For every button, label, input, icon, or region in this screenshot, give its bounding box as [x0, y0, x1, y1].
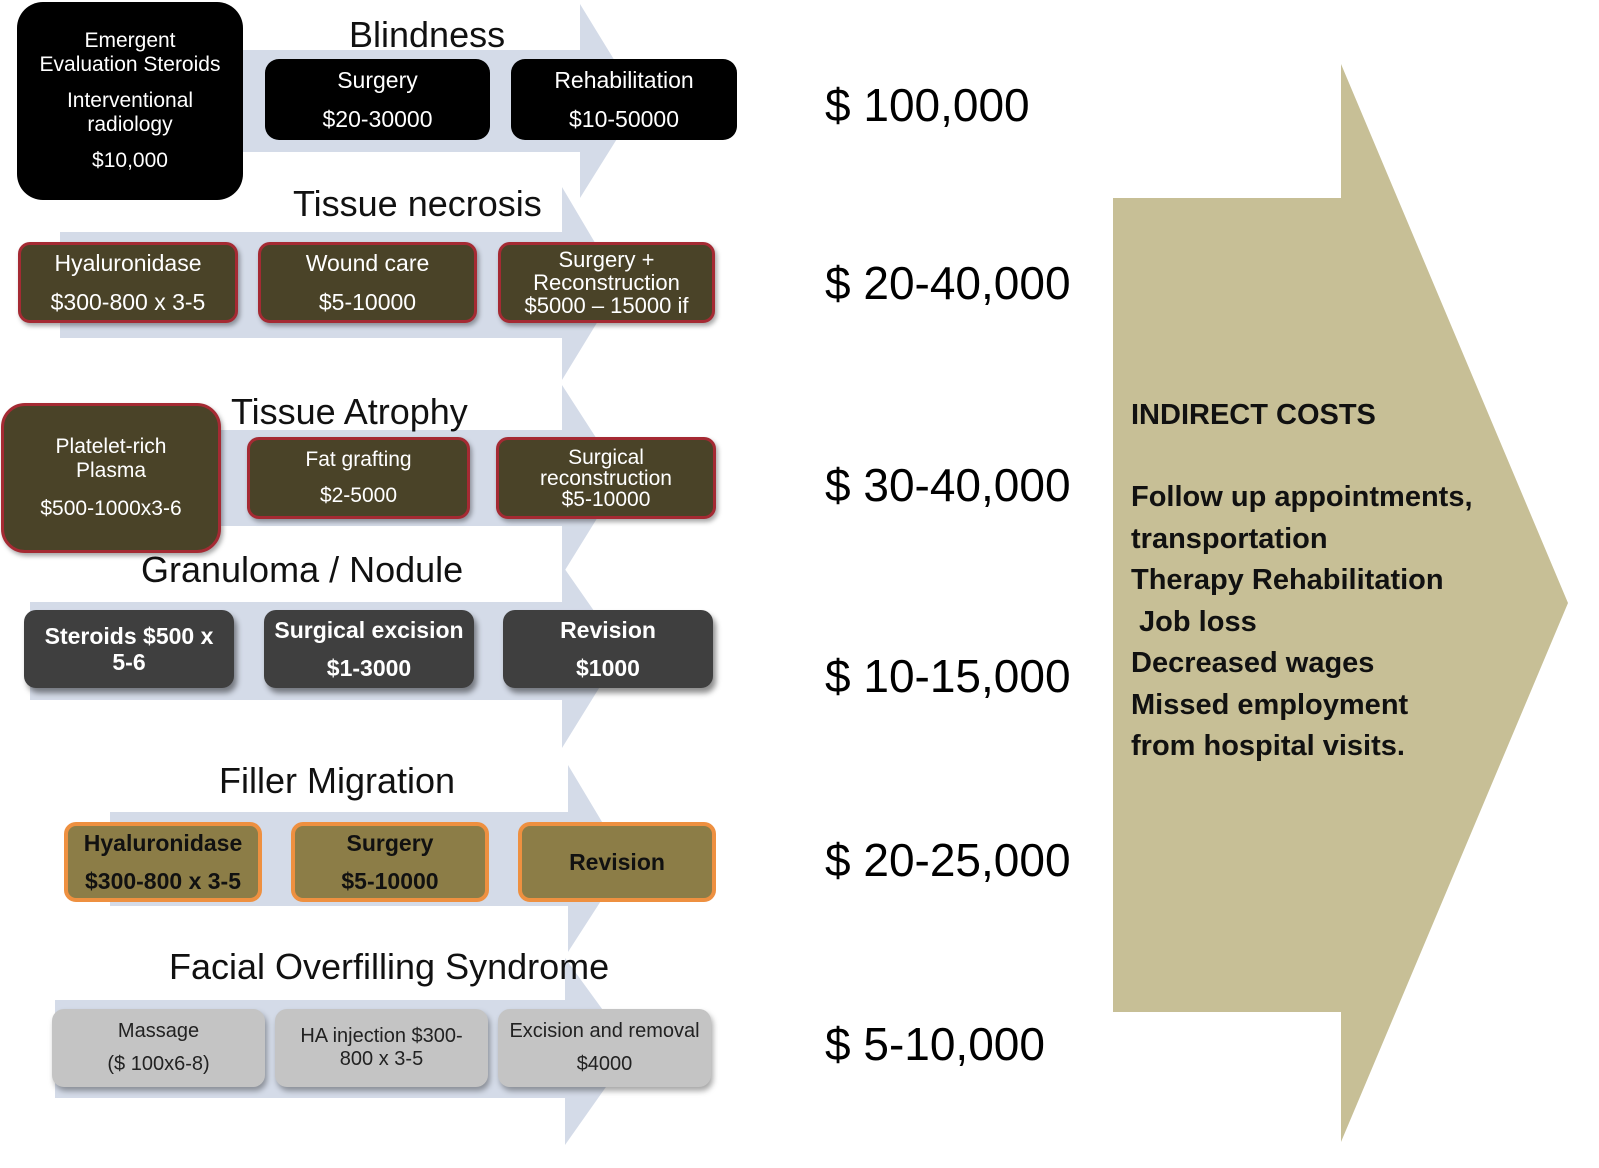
- migration-step-revision: Revision: [518, 822, 716, 902]
- migration-step-hyaluronidase: Hyaluronidase $300-800 x 3-5: [64, 822, 262, 902]
- granuloma-step-steroids: Steroids $500 x 5-6: [24, 610, 234, 688]
- necrosis-step-hyaluronidase: Hyaluronidase $300-800 x 3-5: [18, 242, 238, 323]
- cost-tissue-atrophy: $ 30-40,000: [825, 459, 1071, 511]
- overfill-step-excision-removal: Excision and removal $4000: [498, 1009, 711, 1087]
- overfill-step-massage: Massage ($ 100x6-8): [52, 1009, 265, 1087]
- row-title-granuloma-nodule: Granuloma / Nodule: [141, 549, 464, 590]
- granuloma-step-revision: Revision $1000: [503, 610, 713, 688]
- indirect-costs-panel: INDIRECT COSTS Follow up appointments, t…: [1131, 395, 1473, 768]
- row-title-blindness: Blindness: [349, 14, 506, 55]
- atrophy-step-platelet-rich-plasma: Platelet-rich Plasma $500-1000x3-6: [1, 403, 221, 553]
- overfill-step-ha-injection: HA injection $300- 800 x 3-5: [275, 1009, 488, 1087]
- blindness-step-emergent-evaluation: Emergent Evaluation Steroids Interventio…: [17, 2, 243, 200]
- cost-filler-migration: $ 20-25,000: [825, 834, 1071, 886]
- atrophy-step-surgical-reconstruction: Surgical reconstruction $5-10000: [496, 437, 716, 519]
- indirect-cost-item: Job loss: [1131, 605, 1257, 638]
- indirect-cost-item: from hospital visits.: [1131, 730, 1405, 763]
- row-title-tissue-necrosis: Tissue necrosis: [293, 183, 542, 224]
- indirect-cost-item: Follow up appointments,: [1131, 481, 1473, 514]
- big-indirect-cost-arrow: [1113, 64, 1568, 1142]
- cost-blindness: $ 100,000: [825, 79, 1030, 131]
- blindness-step-rehabilitation: Rehabilitation $10-50000: [511, 59, 737, 140]
- atrophy-step-fat-grafting: Fat grafting $2-5000: [247, 437, 470, 519]
- indirect-cost-item: Missed employment: [1131, 688, 1409, 721]
- row-title-facial-overfilling: Facial Overfilling Syndrome: [169, 946, 610, 987]
- indirect-cost-item: transportation: [1131, 522, 1328, 555]
- row-title-filler-migration: Filler Migration: [219, 760, 456, 801]
- necrosis-step-surgery-reconstruction: Surgery + Reconstruction $5000 – 15000 i…: [498, 242, 715, 323]
- indirect-cost-item: Therapy Rehabilitation: [1131, 564, 1444, 597]
- cost-facial-overfilling: $ 5-10,000: [825, 1018, 1045, 1070]
- necrosis-step-wound-care: Wound care $5-10000: [258, 242, 477, 323]
- row-title-tissue-atrophy: Tissue Atrophy: [231, 391, 468, 432]
- migration-step-surgery: Surgery $5-10000: [291, 822, 489, 902]
- cost-tissue-necrosis: $ 20-40,000: [825, 257, 1071, 309]
- granuloma-step-surgical-excision: Surgical excision $1-3000: [264, 610, 474, 688]
- indirect-costs-heading: INDIRECT COSTS: [1131, 399, 1376, 431]
- indirect-cost-item: Decreased wages: [1131, 647, 1375, 680]
- blindness-step-surgery: Surgery $20-30000: [265, 59, 490, 140]
- cost-granuloma-nodule: $ 10-15,000: [825, 650, 1071, 702]
